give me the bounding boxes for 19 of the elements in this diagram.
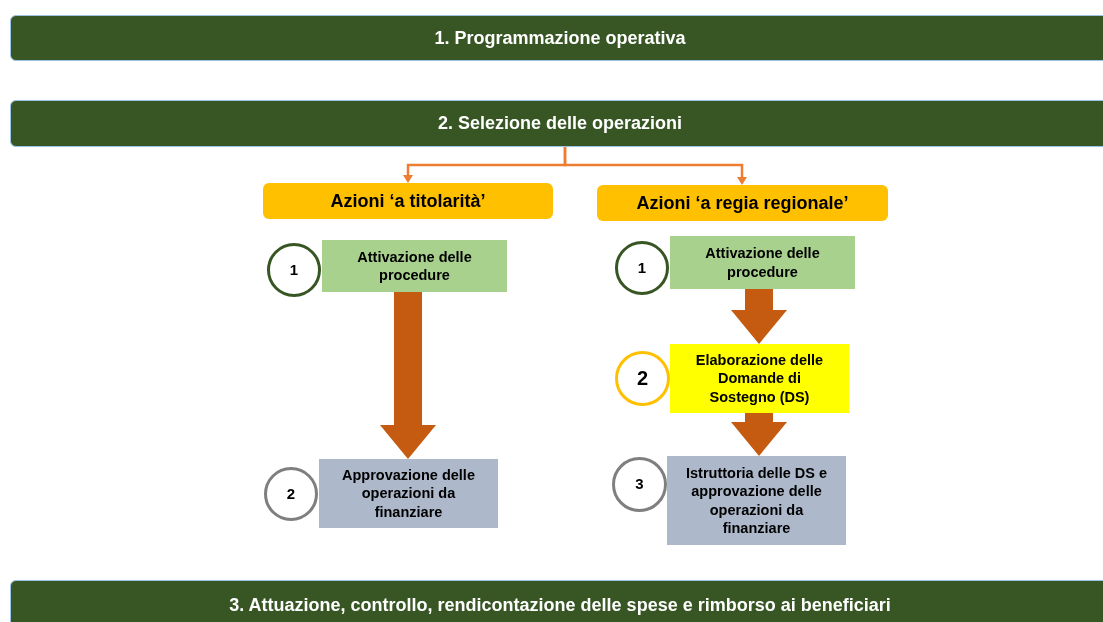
step-number-circle: 3 <box>612 457 667 512</box>
step-box: Approvazione delle operazioni da finanziare <box>319 459 498 528</box>
step-box: Attivazione delle procedure <box>670 236 855 289</box>
step-number-circle: 1 <box>267 243 321 297</box>
category-header: Azioni ‘a titolarità’ <box>263 183 553 219</box>
block-arrow <box>731 289 787 344</box>
step-number-circle: 2 <box>264 467 318 521</box>
phase-bar: 1. Programmazione operativa <box>10 15 1103 61</box>
step-box: Elaborazione delle Domande di Sostegno (DS) <box>670 344 849 413</box>
phase-bar: 2. Selezione delle operazioni <box>10 100 1103 147</box>
step-number-circle: 1 <box>615 241 669 295</box>
arrow <box>563 147 747 185</box>
block-arrow <box>380 292 436 459</box>
block-arrow <box>731 413 787 456</box>
step-number-circle: 2 <box>615 351 670 406</box>
category-header: Azioni ‘a regia regionale’ <box>597 185 888 221</box>
step-box: Istruttoria delle DS e approvazione delle operazioni da finanziare <box>667 456 846 545</box>
phase-bar: 3. Attuazione, controllo, rendicontazione delle spese e rimborso ai beneficiari <box>10 580 1103 622</box>
step-box: Attivazione delle procedure <box>322 240 507 292</box>
